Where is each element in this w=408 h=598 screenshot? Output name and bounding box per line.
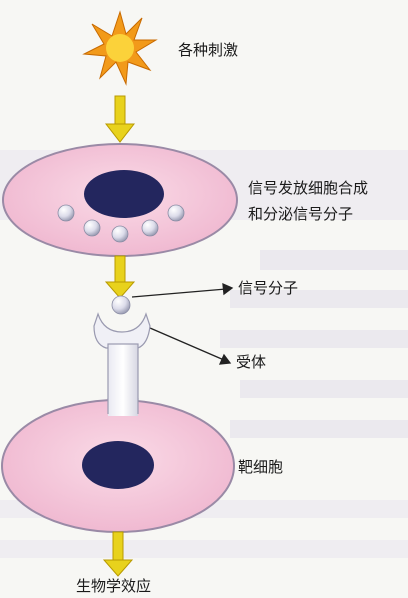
signal-cell-nucleus <box>84 170 164 218</box>
signal-cell-label-line1: 信号发放细胞合成 <box>248 176 368 200</box>
arrow-down-3 <box>104 532 132 576</box>
signal-cell-label-line2: 和分泌信号分子 <box>248 202 353 226</box>
arrow-down-1 <box>106 96 134 142</box>
stimulus-label: 各种刺激 <box>178 38 238 62</box>
arrow-down-2 <box>106 256 134 298</box>
target-cell-nucleus <box>82 441 154 489</box>
biological-effect-label: 生物学效应 <box>76 574 151 598</box>
signal-emitting-cell <box>3 144 237 256</box>
signal-molecule-label: 信号分子 <box>238 276 298 300</box>
receptor <box>94 314 150 402</box>
stimulus-sun-icon <box>84 12 156 84</box>
target-cell <box>2 398 234 532</box>
signal-molecule <box>112 296 130 314</box>
target-cell-label: 靶细胞 <box>238 455 283 479</box>
receptor-label: 受体 <box>236 350 266 374</box>
